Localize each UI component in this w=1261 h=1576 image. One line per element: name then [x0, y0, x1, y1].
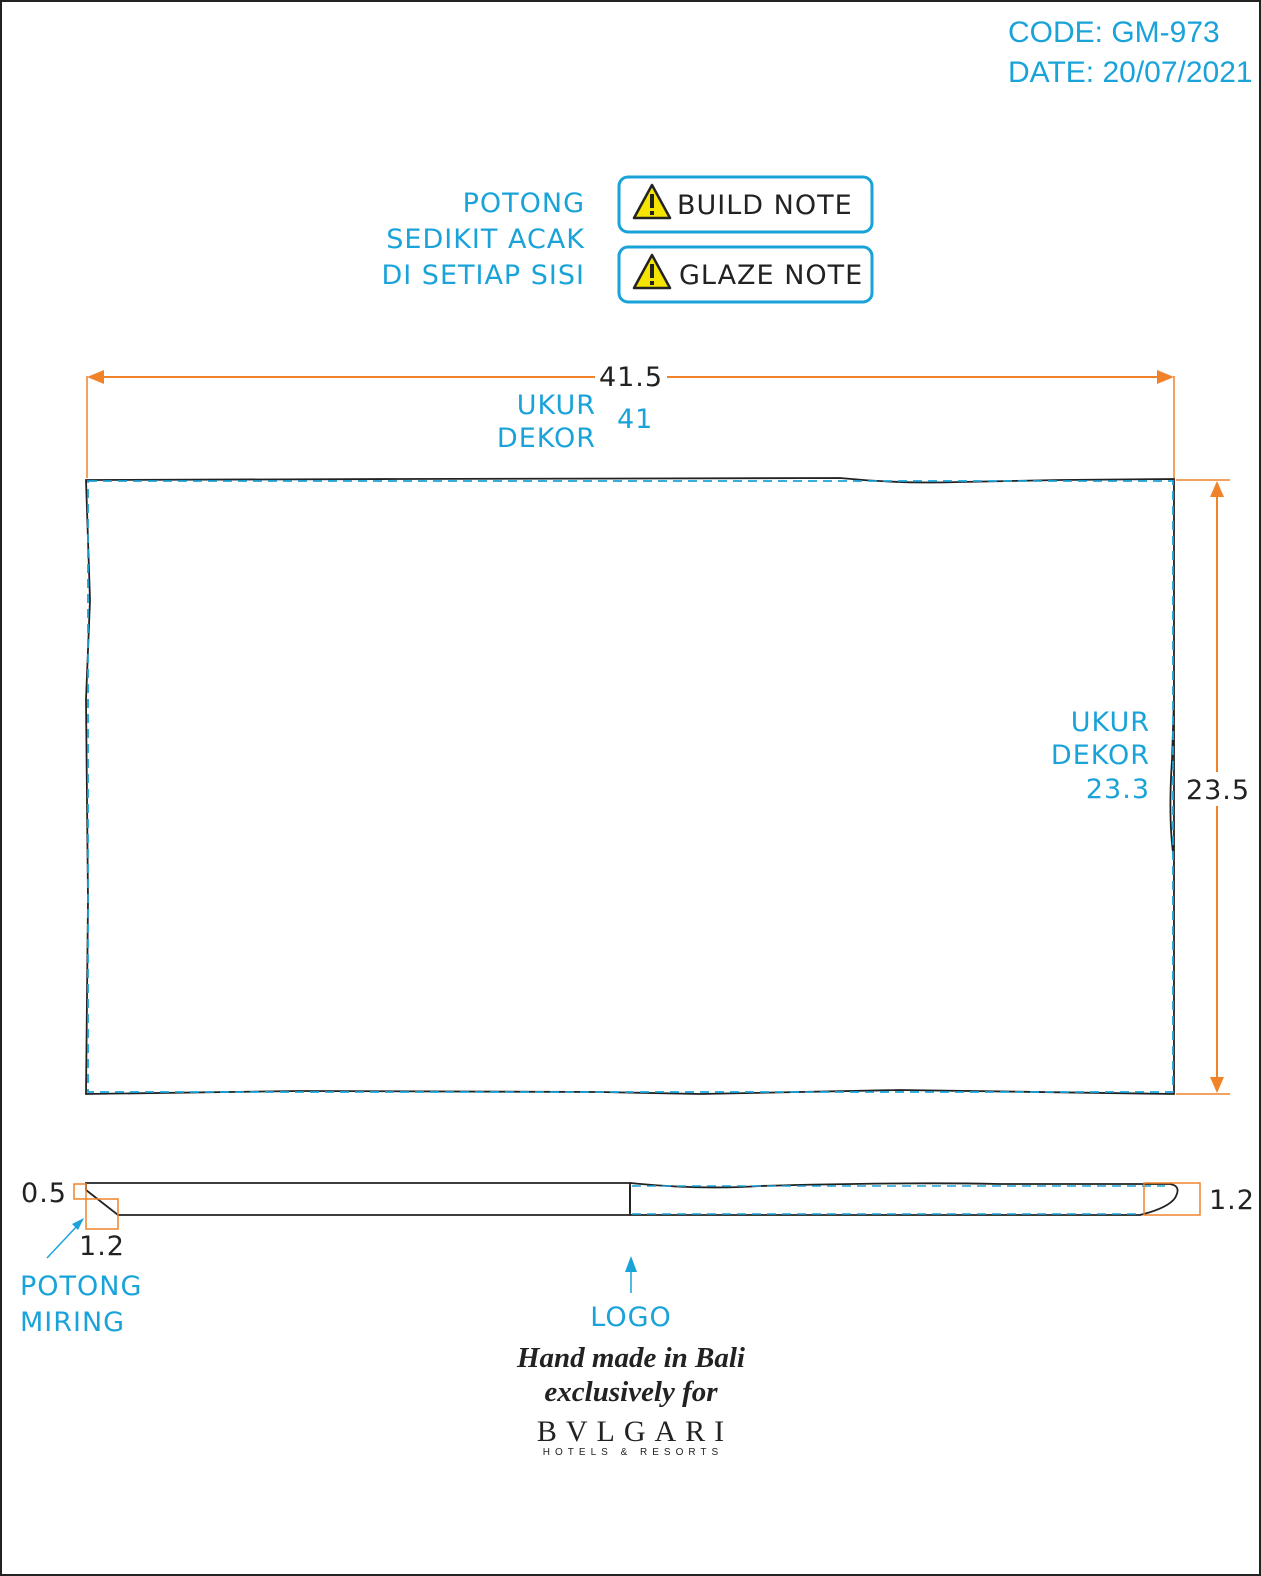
brand-logo: BVLGARI	[537, 1415, 733, 1448]
warning-icon	[632, 183, 672, 220]
decor-height-label2: DEKOR	[1051, 740, 1150, 771]
height-dimension: 23.5	[1176, 479, 1251, 1095]
side-note-line2: MIRING	[20, 1307, 125, 1338]
side-note-line1: POTONG	[20, 1271, 142, 1302]
brand-subtitle: HOTELS & RESORTS	[543, 1447, 723, 1458]
stamp-line1: Hand made in Bali	[516, 1342, 745, 1374]
rim-marker	[1143, 1182, 1201, 1216]
code-label: CODE: GM-973	[1008, 16, 1220, 49]
thickness-marker	[73, 1183, 87, 1200]
width-value: 41.5	[599, 362, 663, 393]
decor-height-label1: UKUR	[1071, 707, 1150, 738]
width-dimension: 41.5	[86, 362, 1175, 478]
height-value: 23.5	[1186, 775, 1250, 806]
side-profile	[85, 1182, 1179, 1216]
bevel-marker	[85, 1198, 119, 1230]
decor-width-label2: DEKOR	[497, 423, 596, 454]
rim-value: 1.2	[1209, 1185, 1255, 1216]
logo-label: LOGO	[590, 1302, 672, 1333]
bevel-value: 1.2	[79, 1231, 125, 1262]
cut-note-line3: DI SETIAP SISI	[381, 260, 585, 291]
plate-outline	[85, 477, 1175, 1095]
thickness-value: 0.5	[21, 1178, 67, 1209]
decor-width-label1: UKUR	[517, 390, 596, 421]
decor-width-value: 41	[617, 404, 653, 435]
logo-pointer	[625, 1256, 637, 1293]
cut-note-line1: POTONG	[463, 188, 585, 219]
cut-note-line2: SEDIKIT ACAK	[386, 224, 585, 255]
build-note-label: BUILD NOTE	[677, 190, 853, 221]
glaze-note-button[interactable]: GLAZE NOTE	[617, 245, 874, 304]
warning-icon	[632, 253, 672, 290]
decor-area-outline	[87, 480, 1174, 1093]
decor-height-value: 23.3	[1086, 774, 1150, 805]
date-label: DATE: 20/07/2021	[1008, 56, 1253, 89]
bevel-pointer	[46, 1218, 84, 1259]
build-note-button[interactable]: BUILD NOTE	[617, 175, 874, 234]
glaze-note-label: GLAZE NOTE	[679, 260, 863, 291]
stamp-line2: exclusively for	[544, 1376, 718, 1408]
